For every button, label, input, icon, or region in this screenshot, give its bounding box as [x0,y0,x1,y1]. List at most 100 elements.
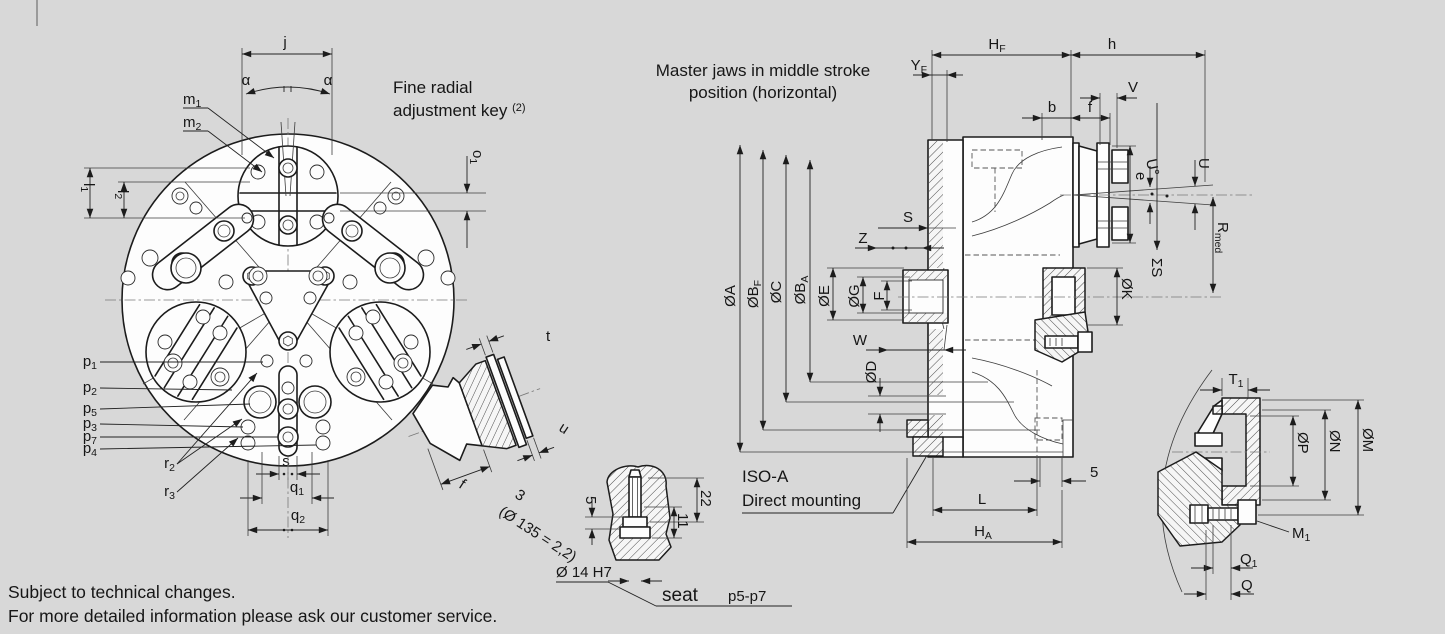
dim-dM: ØM [1258,399,1376,516]
dim-label-l1: l1 [78,183,97,192]
dim-q2: q2 [247,458,329,538]
dim-label-pin-22: 22 [697,490,714,507]
note-fine-radial-line1: Fine radial [393,78,472,97]
dim-label-p5: p5 [83,400,97,419]
dim-label-SigmaS: ΣS [1148,258,1165,277]
note-jaws-line1: Master jaws in middle stroke [656,61,870,80]
note-master-jaws: Master jaws in middle stroke position (h… [656,61,870,102]
dim-j: j [241,34,333,155]
dim-W: W [853,324,966,354]
dim-HA: HA [906,458,1063,548]
dim-label-dM: ØM [1359,428,1376,452]
note-iso-a: ISO-A Direct mounting [742,439,937,514]
dim-label-alpha-left: α [242,72,251,89]
label-seat-range: p5-p7 [728,588,766,605]
bolt-holes [120,187,456,305]
lower-left-jaw [145,301,247,403]
pin-detail-view: 5 22 11 Ø 14 H7 seat p5-p7 [556,464,792,607]
dim-label-dN: ØN [1326,430,1343,453]
dim-Rmed: Rmed [1209,197,1231,293]
iso-spigot [906,419,964,457]
dim-label-YF: YF [911,57,927,76]
dim-label-f: f [1088,99,1093,116]
dim-label-b: b [1048,99,1056,116]
dim-pin-5: 5 [582,496,625,545]
dim-label-r2: r2 [164,455,175,474]
dim-dN: ØN [1262,409,1343,501]
dim-label-q2: q2 [291,507,305,526]
dim-V: V [1080,79,1138,148]
dim-label-m1: m1 [183,91,202,110]
note-fine-radial-key: Fine radial adjustment key (2) [393,78,526,120]
key-plate-2 [496,356,534,440]
front-view: j α α m1 m2 l1 l2 [78,34,486,538]
dim-label-5: 5 [1090,464,1098,481]
dim-label-dBA: ØBA [792,276,811,305]
dim-label-j: j [282,34,286,51]
note-iso-line2: Direct mounting [742,491,861,510]
bottom-slot [240,354,332,457]
dim-label-V: V [1128,79,1138,96]
note-jaws-line2: position (horizontal) [689,83,837,102]
dim-label-Z: Z [858,230,867,247]
dim-Z: Z [855,230,944,252]
dim-pin-11: 11 [644,506,691,539]
dim-label-e: e [1132,172,1149,180]
dim-alpha: α α [242,72,333,95]
key-plate-1 [485,353,528,449]
dim-l2: l2 [112,181,250,218]
footer-line1: Subject to technical changes. [8,582,236,602]
dim-label-dBF: ØBF [745,280,764,308]
bore-wall-top [1194,432,1223,447]
dim-label-p7: p7 [83,428,97,447]
locating-pin [619,469,651,539]
dim-5: 5 [1014,458,1098,487]
dim-label-dD: ØD [863,361,880,384]
top-master-jaw [237,121,339,247]
dim-SigmaS: ΣS [1148,103,1165,277]
dim-Q: Q [1184,530,1254,600]
dim-h: h [1071,36,1206,182]
dim-Q1: Q1 [1191,525,1258,600]
dim-label-o1: o1 [467,150,486,164]
dim-label-U: U [1195,158,1212,169]
dim-T1: T1 [1200,371,1270,398]
dim-s: s [256,453,320,480]
dim-label-Q: Q [1241,577,1253,594]
dim-l1: l1 [78,167,250,219]
dim-label-W: W [853,332,868,349]
side-section-view: HF h YF V b f [722,36,1252,593]
dim-dBA: ØBA [792,160,988,383]
key-wedge-section [458,359,517,450]
note-iso-line1: ISO-A [742,467,789,486]
dim-label-Rmed: Rmed [1212,222,1231,253]
dim-label-dK: ØK [1118,278,1135,300]
dim-r2: r2 [164,372,258,474]
clamp-screw [1189,499,1257,525]
dim-M1: M1 [1256,520,1311,544]
dim-label-l2: l2 [112,190,131,199]
dim-L: L [932,458,1038,516]
dim-pin-bore: Ø 14 H7 seat p5-p7 [556,564,792,607]
right-detail-view: T1 ØP ØN ØM M1 Q1 [1157,371,1376,600]
dim-p-labels: p1 p2 p5 p3 p7 p4 [83,353,317,459]
dim-label-dA: ØA [722,285,739,307]
dim-label-pin-bore: Ø 14 H7 [556,564,612,581]
footer-notes: Subject to technical changes. For more d… [8,582,497,626]
dim-HF: HF [931,36,1072,140]
dim-dBF: ØBF [745,150,1040,431]
dim-dE: ØE [816,267,904,321]
dim-U: U [1191,158,1212,230]
dim-e: e [1112,145,1149,244]
dim-label-p2: p2 [83,379,97,398]
dim-label-Q1: Q1 [1240,551,1258,570]
dim-dK: ØK [1087,267,1135,326]
dim-label-h: h [1108,36,1116,53]
dim-o1: o1 [340,150,486,248]
dim-pin-22: 22 [648,477,714,523]
dim-label-T1: T1 [1228,371,1243,390]
dim-label-p4: p4 [83,440,97,459]
dim-label-dG: ØG [846,284,863,307]
